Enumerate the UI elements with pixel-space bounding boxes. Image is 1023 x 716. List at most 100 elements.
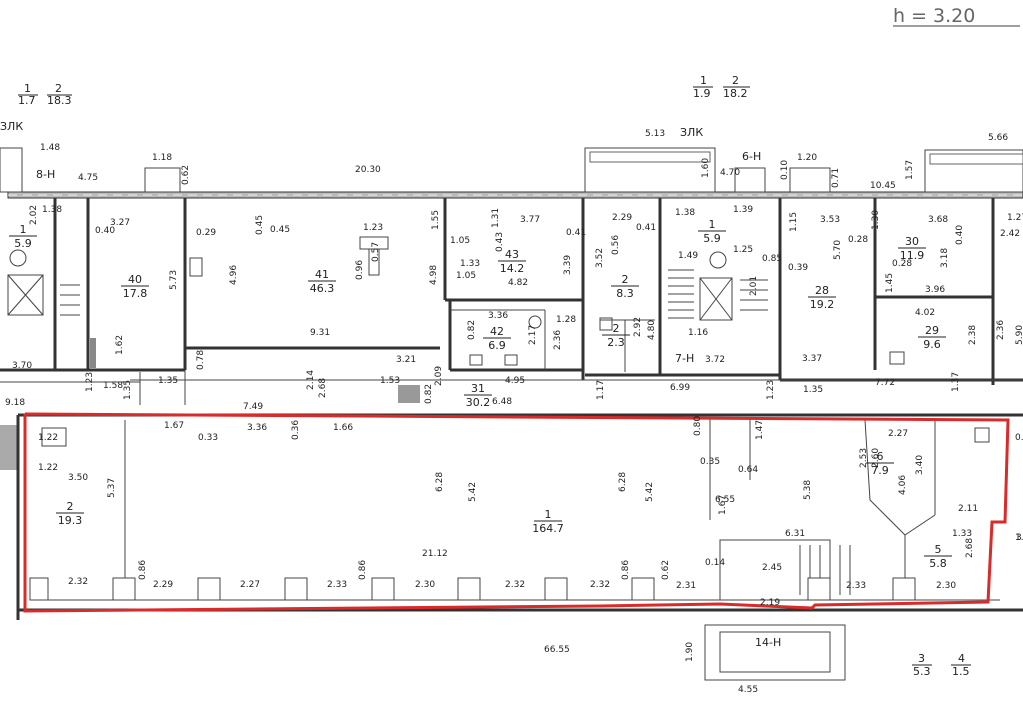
dimension-label: 5.38: [803, 480, 813, 500]
stair-label-zlk-2: ЗЛК: [680, 126, 703, 139]
room-number: 2: [622, 273, 629, 286]
dimension-label: 3.50: [68, 473, 88, 483]
room-area: 30.2: [466, 396, 491, 409]
highlighted-premises-outline: [23, 412, 1010, 613]
dimension-label: 5.66: [988, 133, 1008, 143]
dimension-label: 3.77: [520, 215, 540, 225]
dimension-label: 1.31: [491, 208, 501, 228]
fraction-bottom-right: 3 5.3 4 1.5: [912, 652, 971, 678]
svg-text:18.2: 18.2: [723, 87, 748, 100]
dimension-label: 2.30: [415, 580, 435, 590]
room-label: 28.3: [611, 273, 639, 300]
room-area: 17.8: [123, 287, 148, 300]
dimension-label: 2.45: [762, 563, 782, 573]
ceiling-height-note: h = 3.20: [893, 5, 975, 27]
dimension-label: 3.96: [925, 285, 945, 295]
dimension-label: 6.31: [785, 529, 805, 539]
dimension-label: 9.18: [5, 398, 25, 408]
dimension-label: 2.32: [590, 580, 610, 590]
room-number: 1: [709, 218, 716, 231]
dimension-label: 4.55: [738, 685, 758, 695]
dimension-label: 1.49: [678, 251, 698, 261]
dimension-label: 5.90: [1015, 325, 1023, 345]
dimension-label: 1.62: [115, 335, 125, 355]
dimension-label: 5.73: [169, 270, 179, 290]
dimension-label: 6.28: [618, 472, 628, 492]
room-number: 41: [315, 268, 329, 281]
dimension-label: 0.62: [181, 165, 191, 185]
dimension-label: 66.55: [544, 645, 570, 655]
room-label: 55.8: [924, 543, 952, 570]
svg-text:1: 1: [24, 82, 31, 95]
dimension-label: 2.27: [240, 580, 260, 590]
dimension-label: 1.15: [789, 212, 799, 232]
dimension-label: 2.19: [760, 598, 780, 608]
dimension-label: 4.06: [898, 475, 908, 495]
dimension-label: 2.92: [633, 317, 643, 337]
dimension-label: 2.53: [859, 448, 869, 468]
dimension-label: 4.70: [720, 168, 740, 178]
dimension-label: 4.96: [229, 265, 239, 285]
dimension-label: 3.52: [595, 248, 605, 268]
room-area: 19.2: [810, 298, 835, 311]
dimension-label: 1.38: [675, 208, 695, 218]
dimension-label: 2.32: [505, 580, 525, 590]
room-number: 1: [545, 508, 552, 521]
dimension-label: 2.36: [553, 330, 563, 350]
unit-label-14n: 14-Н: [755, 636, 781, 649]
room-area: 9.6: [923, 338, 941, 351]
dimension-label: 5.70: [833, 240, 843, 260]
dimension-label: 0.78: [196, 350, 206, 370]
dimension-label: 2.09: [434, 366, 444, 386]
staircases: [0, 249, 768, 470]
dimension-label: 6.48: [492, 397, 512, 407]
svg-text:1.9: 1.9: [693, 87, 711, 100]
room-number: 5: [935, 543, 942, 556]
dimension-label: 4.02: [915, 308, 935, 318]
dimension-label: 2.14: [306, 370, 316, 390]
dimension-label: 1.16: [688, 328, 708, 338]
dimension-label: 3.70: [12, 361, 32, 371]
svg-text:2: 2: [55, 82, 62, 95]
dimension-label: 4.95: [505, 376, 525, 386]
room-number: 40: [128, 273, 142, 286]
dimension-label: 1.90: [685, 642, 695, 662]
dimension-label: 1.39: [733, 205, 753, 215]
dimension-label: 1.67: [718, 495, 728, 515]
dimension-label: 1.17: [596, 380, 606, 400]
dimension-label: 4.98: [429, 265, 439, 285]
dimension-label: 3.21: [396, 355, 416, 365]
dimension-label: 9.31: [310, 328, 330, 338]
dimension-label: 1.23: [363, 223, 383, 233]
svg-text:4: 4: [958, 652, 965, 665]
dimension-label: 5.37: [107, 478, 117, 498]
dimension-label: 0.36: [291, 420, 301, 440]
room-number: 2: [613, 322, 620, 335]
dimension-label: 2.29: [612, 213, 632, 223]
dimension-label: 0.39: [788, 263, 808, 273]
room-number: 43: [505, 248, 519, 261]
dimension-label: 3.72: [705, 355, 725, 365]
room-area: 11.9: [900, 249, 925, 262]
dimension-label: 0.56: [611, 235, 621, 255]
dimension-label: 1.60: [701, 158, 711, 178]
svg-text:1: 1: [700, 74, 707, 87]
dimension-label: 0.71: [831, 168, 841, 188]
dimension-label: 2.68: [318, 378, 328, 398]
fraction-top-mid: 1 1.9 2 18.2: [693, 74, 750, 100]
dimension-label: 7.49: [243, 402, 263, 412]
room-area: 8.3: [616, 287, 634, 300]
room-area: 5.9: [703, 232, 721, 245]
room-number: 30: [905, 235, 919, 248]
dimension-label: 10.45: [870, 181, 896, 191]
dimension-label: 2.11: [958, 504, 978, 514]
dimension-label: 2.01: [749, 276, 759, 296]
unit-label-6n: 6-Н: [742, 150, 761, 163]
dimension-label: 0.41: [636, 223, 656, 233]
upper-walls: [0, 147, 1023, 405]
dimension-label: 1.47: [755, 420, 765, 440]
svg-text:5.3: 5.3: [913, 665, 931, 678]
dimension-label: 3.27: [110, 218, 130, 228]
room-area: 2.3: [607, 336, 625, 349]
